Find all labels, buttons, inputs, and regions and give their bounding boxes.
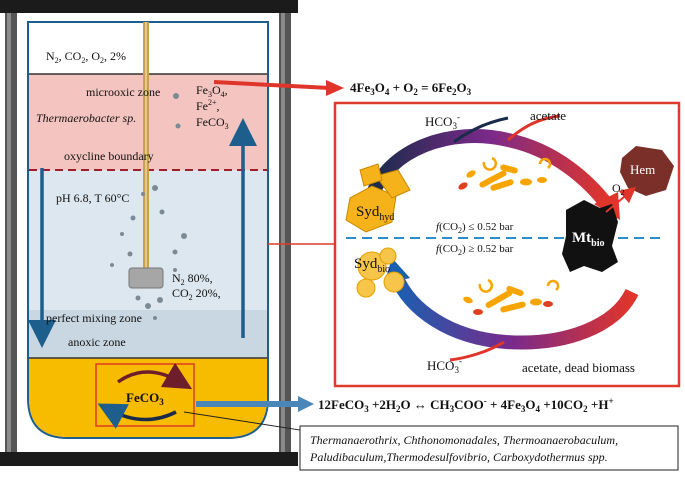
sediment-cycle-arrow-bottom: [97, 403, 177, 429]
hem-label: Hem: [630, 162, 655, 177]
siderite-hyd-crystals: [345, 163, 411, 233]
reactor: N2, CO2, O2, 2% microoxic zone Thermaero…: [0, 0, 298, 466]
hematite: [620, 146, 674, 196]
gas-co2-label: CO2 20%,: [172, 286, 221, 302]
oxidation-arrow-head: [326, 80, 344, 96]
callout-line-1: Thermanaerothrix, Chthonomonadales, Ther…: [310, 433, 618, 447]
reactor-top-cap: [0, 0, 298, 13]
cycle-panel: [333, 101, 681, 388]
microoxic-zone-label: microoxic zone: [86, 85, 160, 99]
syd-hyd-label: Sydhyd: [356, 204, 394, 223]
fe3o4-label: Fe3O4,: [196, 83, 228, 99]
feco3-small-label: FeCO3: [196, 115, 229, 131]
fe2plus-label: Fe2+,: [196, 98, 220, 113]
oxidation-reaction: 4Fe3O4 + O2 = 6Fe2O3: [350, 80, 472, 97]
hco3-bottom-label: HCO3-: [427, 356, 462, 375]
o2-label: O2: [612, 181, 625, 197]
fco2-ge-label: f(CO2) ≥ 0.52 bar: [436, 243, 514, 257]
sediment-zone: [29, 358, 267, 437]
oxycline-label: oxycline boundary: [64, 149, 154, 163]
gas-bubbles: [110, 93, 187, 320]
oxidation-arrow-line: [213, 80, 331, 90]
fco2-le-label: f(CO2) ≤ 0.52 bar: [436, 221, 514, 235]
sediment-cycle-arrow-top: [116, 362, 193, 390]
organism-label: Thermaerobacter sp.: [36, 111, 136, 125]
anoxic-zone-label: anoxic zone: [68, 335, 126, 349]
siderite-reaction: 12FeCO3 +2H2O ↔ CH3COO- + 4Fe3O4 +10CO2 …: [318, 396, 614, 414]
mixing-zone-label: perfect mixing zone: [46, 311, 142, 325]
gas-n2-label: N2 80%,: [172, 271, 213, 287]
magnetite-bio: [562, 200, 618, 272]
callout-box: [299, 425, 679, 471]
equilibrium-arrow-head: [298, 396, 314, 412]
acetate-bottom-label: acetate, dead biomass: [522, 360, 635, 375]
syd-bio-label: Sydbio: [354, 256, 390, 275]
microbes-top: [458, 156, 552, 191]
siderite-bio-spheres: [356, 247, 405, 298]
stirrer-impeller: [128, 267, 164, 289]
cycle-arrow-top: [365, 129, 614, 211]
hco3-top-label: HCO3-: [425, 112, 460, 131]
sediment-feco3-box: [95, 363, 195, 427]
conditions-label: pH 6.8, T 60°C: [56, 191, 129, 205]
reactor-bottom-cap: [0, 452, 298, 466]
acetate-top-label: acetate: [530, 108, 566, 123]
headspace-gas-label: N2, CO2, O2, 2%: [46, 49, 126, 65]
mt-bio-label: Mtbio: [572, 230, 605, 249]
callout-line-2: Paludibaculum,Thermodesulfovibrio, Carbo…: [309, 450, 608, 464]
o2-arrow: [605, 186, 637, 213]
cycle-arrow-bottom: [389, 273, 639, 350]
sediment-feco3-label: FeCO3: [126, 390, 164, 407]
microbes-bottom: [463, 278, 560, 315]
